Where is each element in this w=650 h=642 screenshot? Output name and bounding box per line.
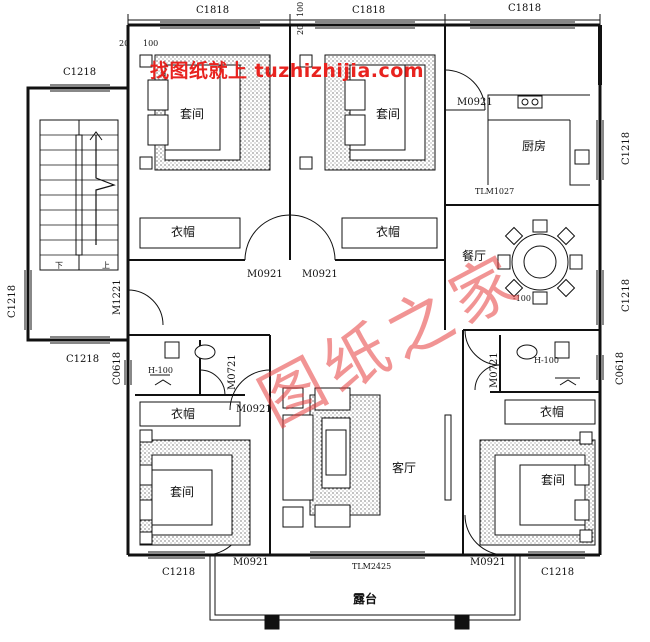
label-m0921-bottom-left: M0921	[233, 557, 269, 568]
label-m0721-right: M0721	[489, 352, 500, 388]
bathroom-right	[516, 341, 580, 386]
room-wardrobe-bottom-right: 衣帽	[540, 405, 565, 419]
bathroom-left	[150, 341, 216, 386]
label-tlm1027: TLM1027	[475, 187, 515, 196]
dark-column	[598, 25, 602, 85]
label-c1218-dining-right: C1218	[621, 278, 632, 312]
label-tlm2425: TLM2425	[352, 562, 392, 571]
label-top-window-1: C1818	[196, 5, 230, 16]
room-living: 客厅	[392, 461, 417, 475]
label-c1218-bottom-right: C1218	[541, 567, 575, 578]
label-m0921-hall-left: M0921	[247, 269, 283, 280]
label-m0921-bed-left: M0921	[236, 404, 272, 415]
interior-walls	[128, 25, 600, 555]
windows	[24, 21, 604, 559]
label-offset-100-b: 100	[296, 1, 305, 17]
label-c1218-stair-top: C1218	[63, 67, 97, 78]
room-kitchen: 厨房	[522, 139, 547, 153]
room-wardrobe-top-left: 衣帽	[171, 225, 196, 239]
room-dining: 餐厅	[462, 249, 487, 263]
living-sofa-set	[282, 387, 452, 528]
label-offset-20-a: 20	[119, 39, 130, 48]
room-bedroom-top-mid: 套间	[376, 107, 401, 121]
room-terrace: 露台	[353, 592, 378, 606]
staircase	[39, 119, 119, 271]
exterior-walls	[26, 23, 602, 557]
label-c0618-right: C0618	[615, 351, 626, 385]
label-m1221: M1221	[112, 279, 123, 315]
label-top-window-3: C1818	[508, 3, 542, 14]
label-c1218-left-side: C1218	[7, 284, 18, 318]
bed-top-left	[139, 54, 271, 171]
label-m0921-bottom-right: M0921	[470, 557, 506, 568]
label-stair-up: 上	[102, 261, 110, 270]
label-offset-100-a: 100	[143, 39, 159, 48]
bed-bottom-right	[479, 431, 596, 546]
label-c1218-kitchen-right: C1218	[621, 131, 632, 165]
wardrobes-top	[139, 217, 438, 249]
label-stair-down: 下	[55, 261, 63, 270]
top-dimension-line	[127, 14, 601, 26]
label-c0618-left: C0618	[112, 351, 123, 385]
label-m0921-hall-right: M0921	[302, 269, 338, 280]
room-bedroom-bottom-left: 套间	[170, 485, 195, 499]
label-top-window-2: C1818	[352, 5, 386, 16]
room-wardrobe-top-mid: 衣帽	[376, 225, 401, 239]
room-wardrobe-bottom-left: 衣帽	[171, 407, 196, 421]
label-offset-20-b: 20	[296, 24, 305, 35]
bed-bottom-left	[139, 429, 251, 546]
label-h100-left: H-100	[148, 366, 173, 375]
label-m0721-left: M0721	[227, 354, 238, 390]
wardrobes-bottom	[139, 399, 596, 427]
label-c1218-bottom-left: C1218	[162, 567, 196, 578]
terrace	[209, 555, 521, 630]
label-h100-right: H-100	[534, 356, 559, 365]
dining-table	[497, 219, 583, 305]
door-swings	[127, 69, 506, 556]
label-h100-dining: -100	[513, 294, 531, 303]
label-m0921-kitchen: M0921	[457, 97, 493, 108]
label-c1218-stair-bottom: C1218	[66, 354, 100, 365]
bed-top-mid	[299, 54, 436, 171]
room-bedroom-bottom-right: 套间	[541, 473, 566, 487]
kitchen-counter	[487, 94, 590, 186]
room-bedroom-top-left: 套间	[180, 107, 205, 121]
watermark-caption: 找图纸就上 tuzhizhijia.com	[150, 60, 425, 82]
